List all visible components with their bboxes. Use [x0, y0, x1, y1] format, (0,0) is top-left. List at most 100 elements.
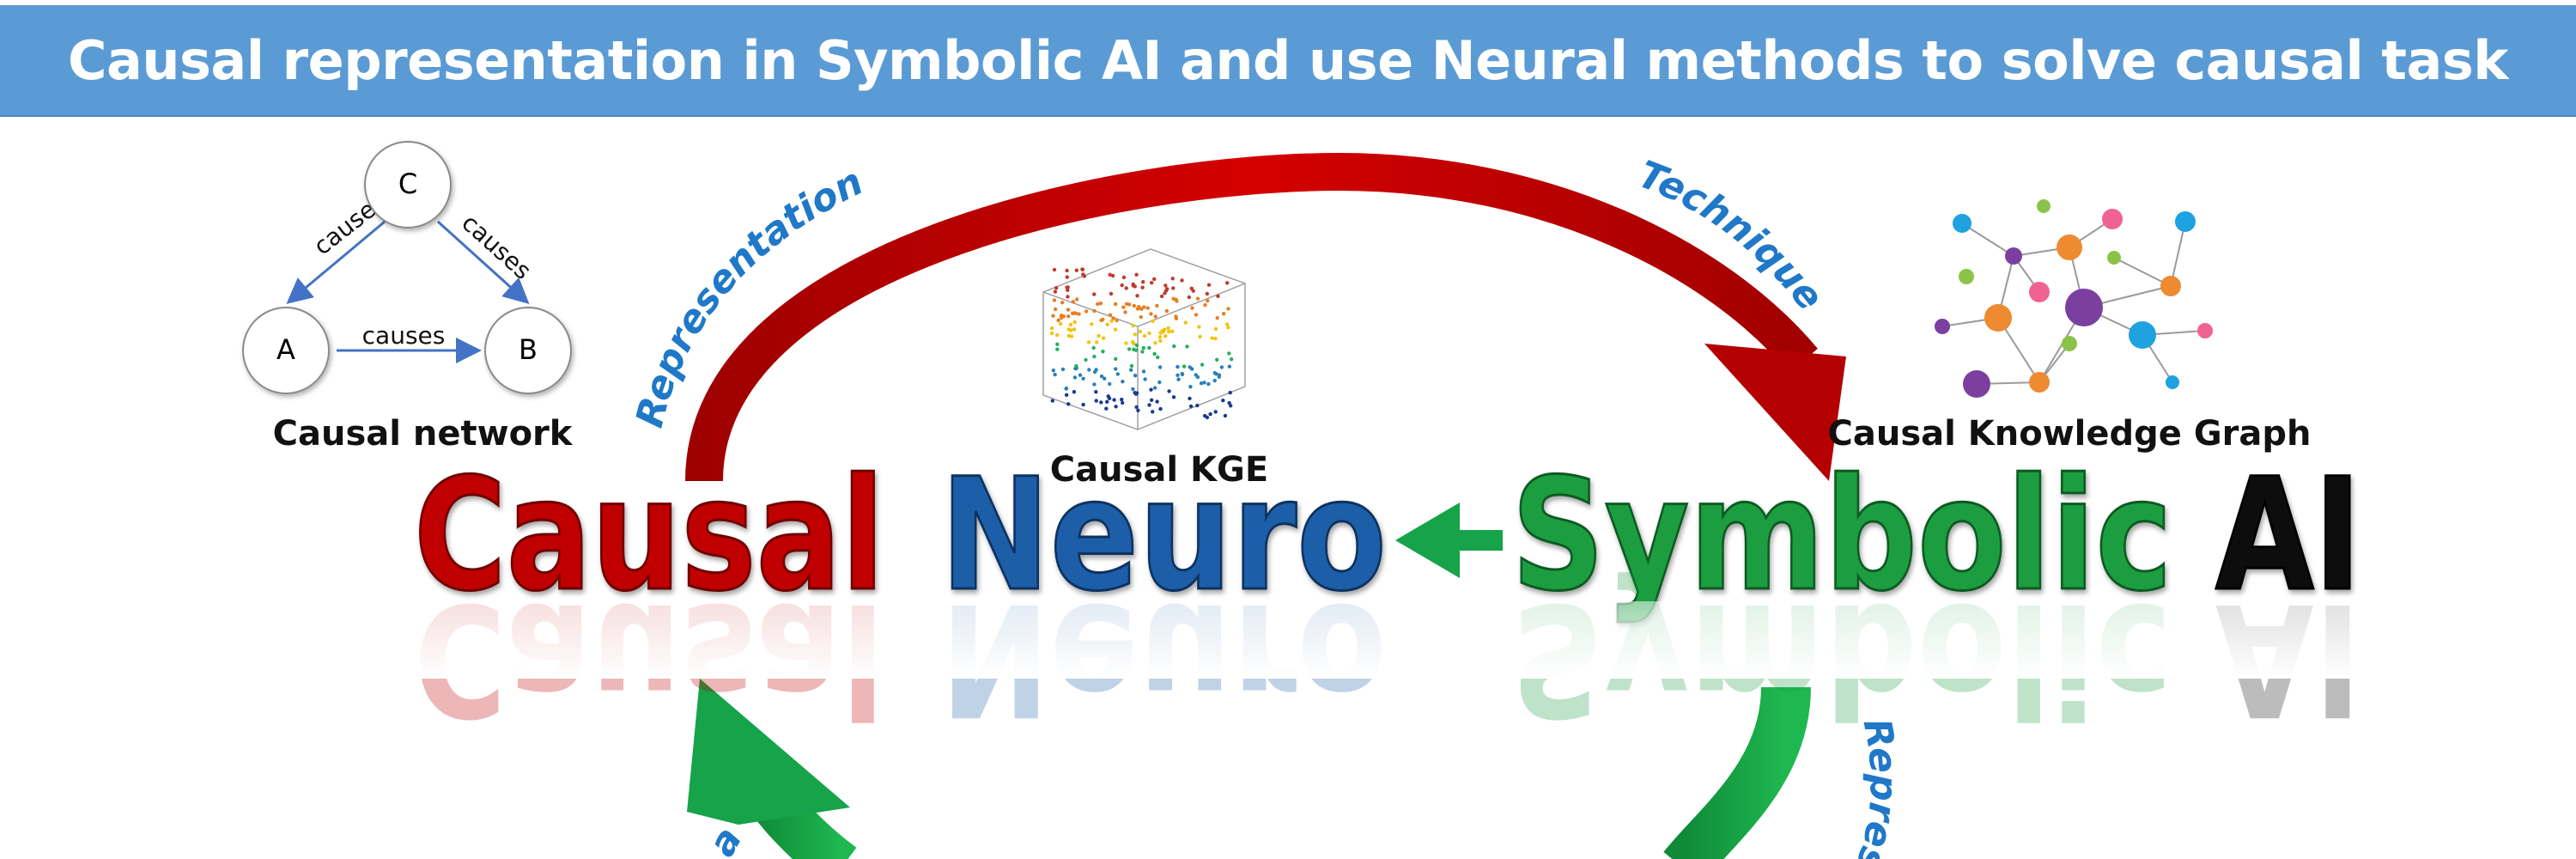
kge-point — [1072, 375, 1078, 380]
title-banner: Causal representation in Symbolic AI and… — [0, 5, 2576, 117]
kge-point — [1188, 396, 1192, 401]
kge-point — [1155, 399, 1159, 404]
kge-scatter-cube — [1042, 248, 1246, 430]
kge-point — [1171, 296, 1176, 301]
kge-point — [1157, 380, 1162, 385]
kge-point — [1052, 298, 1057, 302]
kge-point — [1150, 281, 1154, 285]
kge-point — [1131, 339, 1135, 344]
causal-network-caption: Causal network — [273, 414, 574, 454]
kge-point — [1081, 402, 1085, 407]
kge-point — [1072, 390, 1077, 394]
kge-point — [1109, 291, 1114, 296]
kge-point — [1176, 364, 1180, 369]
kge-point — [1142, 333, 1147, 338]
kge-point — [1180, 278, 1184, 283]
kge-point — [1077, 312, 1081, 316]
kge-point — [1121, 275, 1127, 280]
kge-point — [1217, 375, 1222, 379]
kge-point — [1131, 323, 1135, 328]
kge-point — [1176, 373, 1180, 377]
kge-point — [1108, 313, 1113, 317]
kge-point — [1056, 318, 1060, 323]
node-c-label: C — [398, 168, 417, 200]
kge-point — [1055, 347, 1060, 351]
kge-point — [1163, 283, 1168, 288]
kge-point — [1141, 280, 1145, 284]
kge-point — [1053, 289, 1058, 294]
kge-point — [1105, 399, 1109, 404]
kge-point — [1120, 397, 1124, 402]
kge-point — [1072, 320, 1077, 325]
kge-point — [1115, 372, 1121, 376]
kge-point — [1097, 333, 1101, 338]
kge-point — [1133, 332, 1138, 337]
kge-point — [1149, 312, 1153, 316]
kge-point — [1174, 316, 1179, 320]
kge-point — [1065, 285, 1069, 289]
kge-point — [1170, 329, 1175, 333]
kge-point — [1139, 314, 1144, 320]
kge-point — [1059, 321, 1063, 326]
kge-point — [1153, 341, 1157, 345]
kge-point — [1049, 326, 1054, 331]
word-causal: Causal — [414, 446, 884, 625]
kge-point — [1213, 337, 1218, 341]
kge-point — [1221, 312, 1226, 316]
bottom-left-arrow-label: a — [700, 819, 750, 859]
kge-point — [1143, 377, 1147, 381]
reflection-fade — [378, 601, 2379, 679]
kge-point — [1066, 314, 1071, 319]
kge-point — [1071, 300, 1076, 304]
kge-point — [1188, 385, 1193, 389]
kge-point — [1205, 291, 1210, 296]
kge-point — [1176, 377, 1181, 381]
kge-point — [1134, 391, 1139, 395]
kge-point — [1053, 307, 1058, 312]
kge-point — [1158, 406, 1163, 411]
kge-point — [1127, 302, 1132, 307]
kge-point — [1190, 306, 1194, 310]
node-c — [364, 141, 452, 228]
kge-point — [1066, 295, 1070, 299]
kge-point — [1087, 368, 1091, 372]
kge-point — [1121, 400, 1125, 405]
node-a-label: A — [276, 333, 295, 366]
kge-point — [1108, 381, 1112, 387]
kge-point — [1094, 368, 1098, 372]
kge-point — [1104, 406, 1109, 411]
kge-point — [1195, 296, 1200, 301]
kge-point — [1191, 289, 1195, 293]
kge-point — [1224, 322, 1230, 326]
kge-point — [1072, 327, 1077, 332]
kge-point — [1158, 338, 1163, 343]
kge-point — [1167, 329, 1171, 334]
kge-point — [1213, 326, 1218, 332]
kge-point — [1195, 403, 1200, 408]
kge-point — [1054, 286, 1059, 290]
kge-point — [1175, 299, 1179, 303]
kge-point — [1134, 405, 1139, 410]
kge-point — [1051, 369, 1056, 373]
kge-point — [1108, 272, 1112, 277]
kge-point — [1203, 413, 1207, 418]
causal-knowledge-graph-caption: Causal Knowledge Graph — [1828, 414, 2312, 454]
kge-point — [1185, 344, 1189, 349]
kge-point — [1095, 340, 1099, 344]
kge-point — [1084, 357, 1088, 362]
causal-knowledge-graph-illustration: Causal Knowledge Graph — [1828, 199, 2312, 454]
kge-point — [1194, 373, 1198, 377]
kge-point — [1084, 309, 1089, 314]
edge-label-a-b: causes — [362, 321, 446, 350]
kge-point — [1129, 363, 1134, 369]
kge-point — [1199, 381, 1204, 386]
kge-point — [1147, 345, 1151, 350]
kge-point — [1135, 307, 1140, 311]
word-neuro: Neuro — [940, 446, 1387, 625]
kge-point — [1105, 322, 1110, 326]
kge-point — [1206, 381, 1211, 387]
kge-point — [1049, 331, 1054, 336]
kge-point — [1187, 295, 1192, 300]
kge-point — [1131, 283, 1136, 288]
kge-point — [1066, 333, 1072, 338]
